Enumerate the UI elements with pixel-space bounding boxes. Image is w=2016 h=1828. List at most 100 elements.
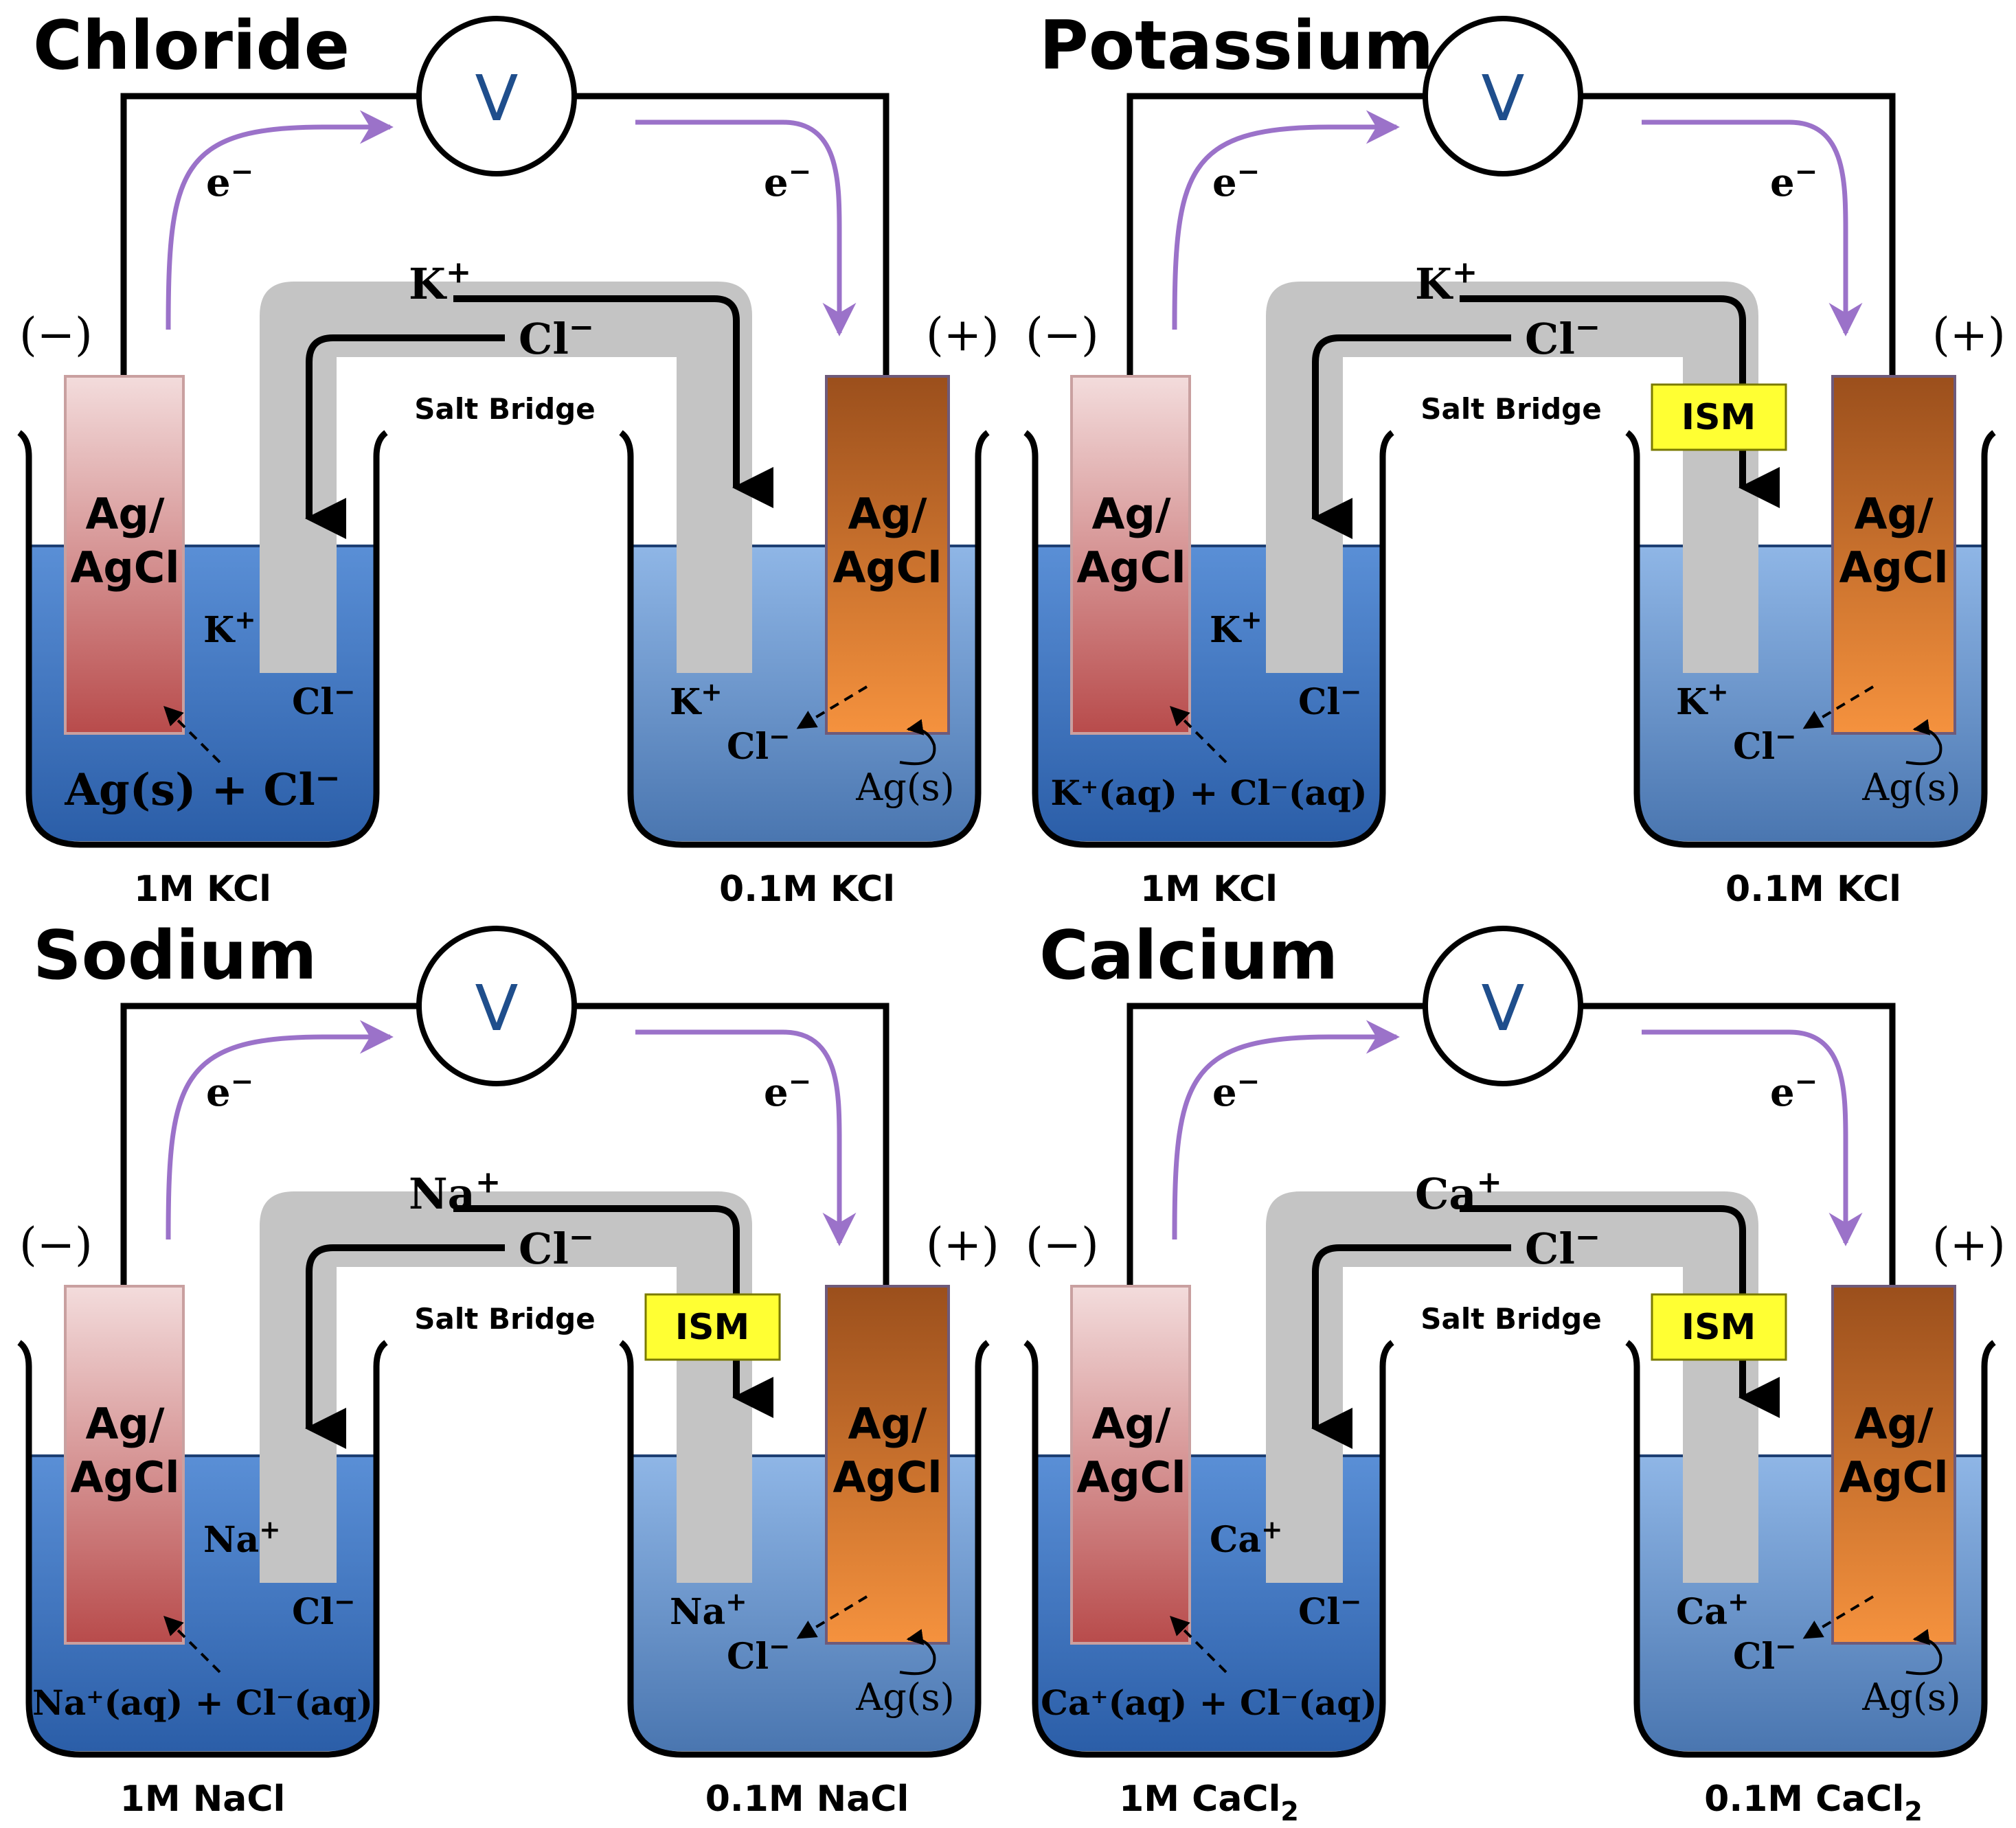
panel-title: Potassium [1039,7,1434,85]
anode-sign: (−) [1026,308,1099,361]
bridge-anion-label: Cl− [1525,308,1600,364]
left-solution-cation: K+ [203,604,256,651]
ism-membrane [644,1293,781,1361]
left-solution-anion: Cl− [1298,1586,1362,1633]
silver-deposition-arrow [1905,1629,1943,1676]
anode-reaction-arrow [1170,1616,1227,1673]
ism-membrane [1651,383,1787,451]
right-solution-anion: Cl− [1733,721,1797,768]
electron-flow-arrow-right [635,119,857,336]
cathode-label-line1: Ag/ [848,1399,927,1449]
right-solution-cation: K+ [670,676,723,723]
circuit-wire [1126,1003,1896,1286]
right-solid-label: Ag(s) [855,766,954,809]
left-solution-cation: Na+ [203,1514,281,1561]
anode-sign: (−) [19,1218,93,1271]
electron-label-right: e− [1770,155,1817,205]
cathode-label-line2: AgCl [833,1452,942,1503]
bridge-cation-label: K+ [1415,253,1477,309]
voltmeter-icon [416,16,577,176]
bridge-cation-label: Na+ [409,1163,501,1219]
right-solution-anion: Cl− [727,721,791,768]
anode-label-line1: Ag/ [1091,1399,1170,1449]
left-concentration-label: 1M KCl [1140,869,1278,910]
left-reaction-label: Ca⁺(aq) + Cl⁻(aq) [1041,1682,1377,1723]
salt-bridge-label: Salt Bridge [414,1302,595,1336]
electron-label-right: e− [764,1065,811,1115]
electron-flow-arrow-left [1172,1020,1400,1240]
cathode-label-line2: AgCl [833,542,942,593]
anode-label-line2: AgCl [70,542,179,593]
circuit-wire [1126,93,1896,376]
left-concentration-label: 1M CaCl2 [1119,1779,1299,1827]
left-reaction-label: K⁺(aq) + Cl⁻(aq) [1050,773,1367,813]
right-concentration-label: 0.1M NaCl [705,1779,909,1820]
electron-label-left: e− [206,155,253,205]
voltmeter-label: V [1482,62,1525,135]
salt-bridge-label: Salt Bridge [414,392,595,426]
left-solution-anion: Cl− [292,676,356,723]
cation-flow-arrow [1460,1205,1780,1418]
cathode-reaction-arrow [796,1595,868,1639]
right-solid-label: Ag(s) [1861,1676,1960,1719]
left-beaker [17,1340,388,1758]
panel-title: Calcium [1039,917,1338,995]
ism-label: ISM [1681,1307,1756,1348]
anode-electrode [1070,375,1191,735]
left-solution-anion: Cl− [292,1586,356,1633]
cathode-reaction-arrow [1802,1595,1875,1639]
anode-reaction-arrow [163,706,221,764]
cation-flow-arrow [453,1205,773,1418]
bridge-anion-label: Cl− [519,1218,594,1274]
voltmeter-label: V [475,972,519,1045]
electron-label-left: e− [206,1065,253,1115]
cathode-label-line2: AgCl [1839,542,1948,593]
bridge-anion-label: Cl− [519,308,594,364]
anode-reaction-arrow [1170,706,1227,764]
right-solid-label: Ag(s) [1861,766,1960,809]
right-solution-cation: K+ [1676,676,1729,723]
electron-label-left: e− [1212,1065,1260,1115]
bridge-cation-label: Ca+ [1415,1163,1502,1219]
left-beaker [1023,430,1394,848]
anode-sign: (−) [19,308,93,361]
ism-membrane [1651,1293,1787,1361]
cathode-label-line1: Ag/ [1854,1399,1933,1449]
right-concentration-label: 0.1M CaCl2 [1704,1779,1923,1827]
electron-label-right: e− [764,155,811,205]
electron-flow-arrow-left [166,1020,394,1240]
right-solid-label: Ag(s) [855,1676,954,1719]
cathode-label-line2: AgCl [1839,1452,1948,1503]
panel-title: Chloride [33,7,350,85]
left-solution-cation: K+ [1210,604,1262,651]
cathode-electrode [825,375,950,735]
panel-title: Sodium [33,917,317,995]
salt-bridge-tube [260,282,752,673]
left-concentration-label: 1M KCl [134,869,271,910]
anode-label-line2: AgCl [1076,1452,1186,1503]
right-solution-cation: Ca+ [1676,1586,1749,1633]
salt-bridge-label: Salt Bridge [1420,1302,1601,1336]
cathode-reaction-arrow [796,685,868,729]
right-solution-anion: Cl− [1733,1631,1797,1678]
right-concentration-label: 0.1M KCl [719,869,895,910]
left-concentration-label: 1M NaCl [120,1779,286,1820]
anode-electrode [64,375,185,735]
circuit-wire [120,1003,890,1286]
electron-flow-arrow-left [166,110,394,330]
left-beaker [17,430,388,848]
voltmeter-icon [416,926,577,1086]
left-beaker [1023,1340,1394,1758]
left-reaction-label: Na⁺(aq) + Cl⁻(aq) [32,1682,373,1723]
anode-label-line2: AgCl [70,1452,179,1503]
salt-bridge-tube [1266,282,1758,673]
bridge-anion-label: Cl− [1525,1218,1600,1274]
right-beaker [619,430,990,848]
left-reaction-label: Ag(s) + Cl− [64,761,340,816]
electron-flow-arrow-right [1642,1029,1863,1246]
electron-flow-arrow-right [635,1029,857,1246]
right-concentration-label: 0.1M KCl [1725,869,1901,910]
ism-label: ISM [675,1307,750,1348]
